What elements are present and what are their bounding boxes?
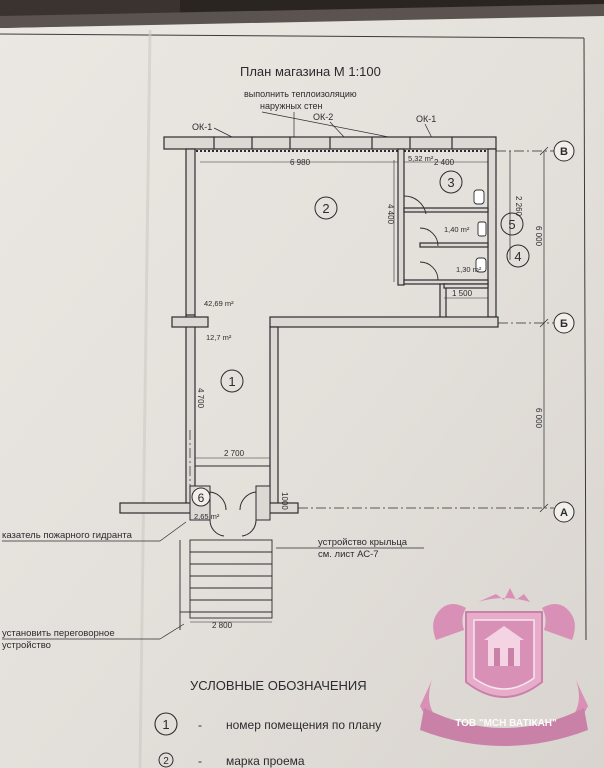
legend-symbol-1: 1 (162, 717, 169, 732)
dim-2700: 2 700 (224, 449, 245, 458)
axis-lines (189, 150, 554, 509)
partition-leader (159, 623, 185, 640)
porch-callout-line2: см. лист АС-7 (318, 549, 379, 560)
paper-sheet (0, 14, 604, 768)
dim-2260: 2 260 (514, 196, 523, 217)
insulation-note-line2: наружных стен (260, 101, 322, 111)
room-5-number: 5 (508, 217, 515, 232)
dim-6000-bottom: 6 000 (534, 408, 543, 429)
ok2-leader (329, 121, 346, 139)
area-room2: 42,69 m² (204, 299, 234, 308)
dim-2800: 2 800 (212, 621, 233, 630)
window-label-ok1-right: ОК-1 (416, 114, 436, 124)
legend-dash-1: - (198, 718, 202, 732)
right-dimension-line (539, 146, 549, 513)
area-room5: 1,40 m² (444, 225, 470, 234)
insulation-note-line1: выполнить теплоизоляцию (244, 89, 357, 99)
area-room1: 12,7 m² (206, 333, 232, 342)
hydrant-callout: казатель пожарного гидранта (2, 530, 133, 541)
axis-marker-b: Б (553, 312, 575, 334)
room-6-number: 6 (198, 491, 205, 505)
sheet-frame-top (0, 33, 585, 39)
middle-wall (171, 316, 499, 328)
note-leader (261, 111, 405, 141)
legend-item-room-number: 1 - номер помещения по плану (154, 712, 381, 736)
hydrant-leader (159, 521, 187, 542)
area-room4: 1,30 m² (456, 265, 482, 274)
plumbing-fixtures (473, 189, 487, 273)
logo-banner-text: ТОВ "МСН ВАТІКАН" (455, 718, 557, 729)
window-label-ok1-left: ОК-1 (192, 122, 212, 132)
room-marker-5: 5 (500, 212, 524, 236)
plan-title: План магазина М 1:100 (240, 64, 381, 79)
dim-4700: 4 700 (196, 388, 205, 409)
left-wall (185, 148, 196, 512)
vatican-logo-watermark: ТОВ "МСН ВАТІКАН" (420, 588, 588, 746)
ok1-right-leader (424, 123, 433, 139)
room-2-number: 2 (322, 201, 329, 216)
legend-symbol-2: 2 (163, 756, 169, 767)
legend-text-1: номер помещения по плану (226, 718, 381, 732)
door-swings (403, 195, 439, 281)
ok1-left-leader (213, 127, 235, 139)
sheet-frame-right (583, 37, 587, 641)
room-4-number: 4 (514, 249, 521, 264)
dim-6980: 6 980 (290, 158, 311, 167)
axis-marker-v: В (553, 140, 575, 162)
right-wall-upper (487, 148, 497, 318)
fold-crease (138, 29, 152, 768)
interior-partitions (397, 148, 489, 319)
room-marker-4: 4 (506, 244, 530, 268)
dim-4400: 4 400 (386, 204, 395, 225)
axis-a-label: А (560, 507, 568, 519)
top-wall (163, 136, 497, 150)
dim-1000: 1000 (280, 492, 289, 510)
partition-callout-line1: установить переговорное (2, 628, 115, 639)
room-marker-6: 6 (191, 487, 211, 507)
room-marker-3: 3 (439, 170, 463, 194)
window-label-ok2: ОК-2 (313, 112, 333, 122)
legend-heading: УСЛОВНЫЕ ОБОЗНАЧЕНИЯ (190, 678, 367, 693)
dim-1500: 1 500 (452, 289, 473, 298)
legend-item-opening-mark: 2 - марка проема (158, 752, 305, 768)
legend-dash-2: - (198, 754, 202, 768)
axis-marker-a: А (553, 501, 575, 523)
room-3-number: 3 (447, 175, 454, 190)
room-marker-2: 2 (314, 196, 338, 220)
room-marker-1: 1 (220, 369, 244, 393)
lower-inner-wall (269, 326, 279, 508)
area-room6: 2,65 m² (194, 512, 220, 521)
axis-v-label: В (560, 146, 568, 158)
axis-b-label: Б (560, 318, 568, 330)
area-room3: 5,32 m² (408, 154, 434, 163)
room-1-number: 1 (228, 374, 235, 389)
dim-6000-top: 6 000 (534, 226, 543, 247)
legend-text-2: марка проема (226, 754, 305, 768)
entrance-stairs (179, 539, 273, 630)
partition-callout-line2: устройство (2, 640, 51, 651)
porch-callout-line1: устройство крыльца (318, 537, 408, 548)
paper-fold-shadow (0, 4, 604, 28)
dim-2400: 2 400 (434, 158, 455, 167)
